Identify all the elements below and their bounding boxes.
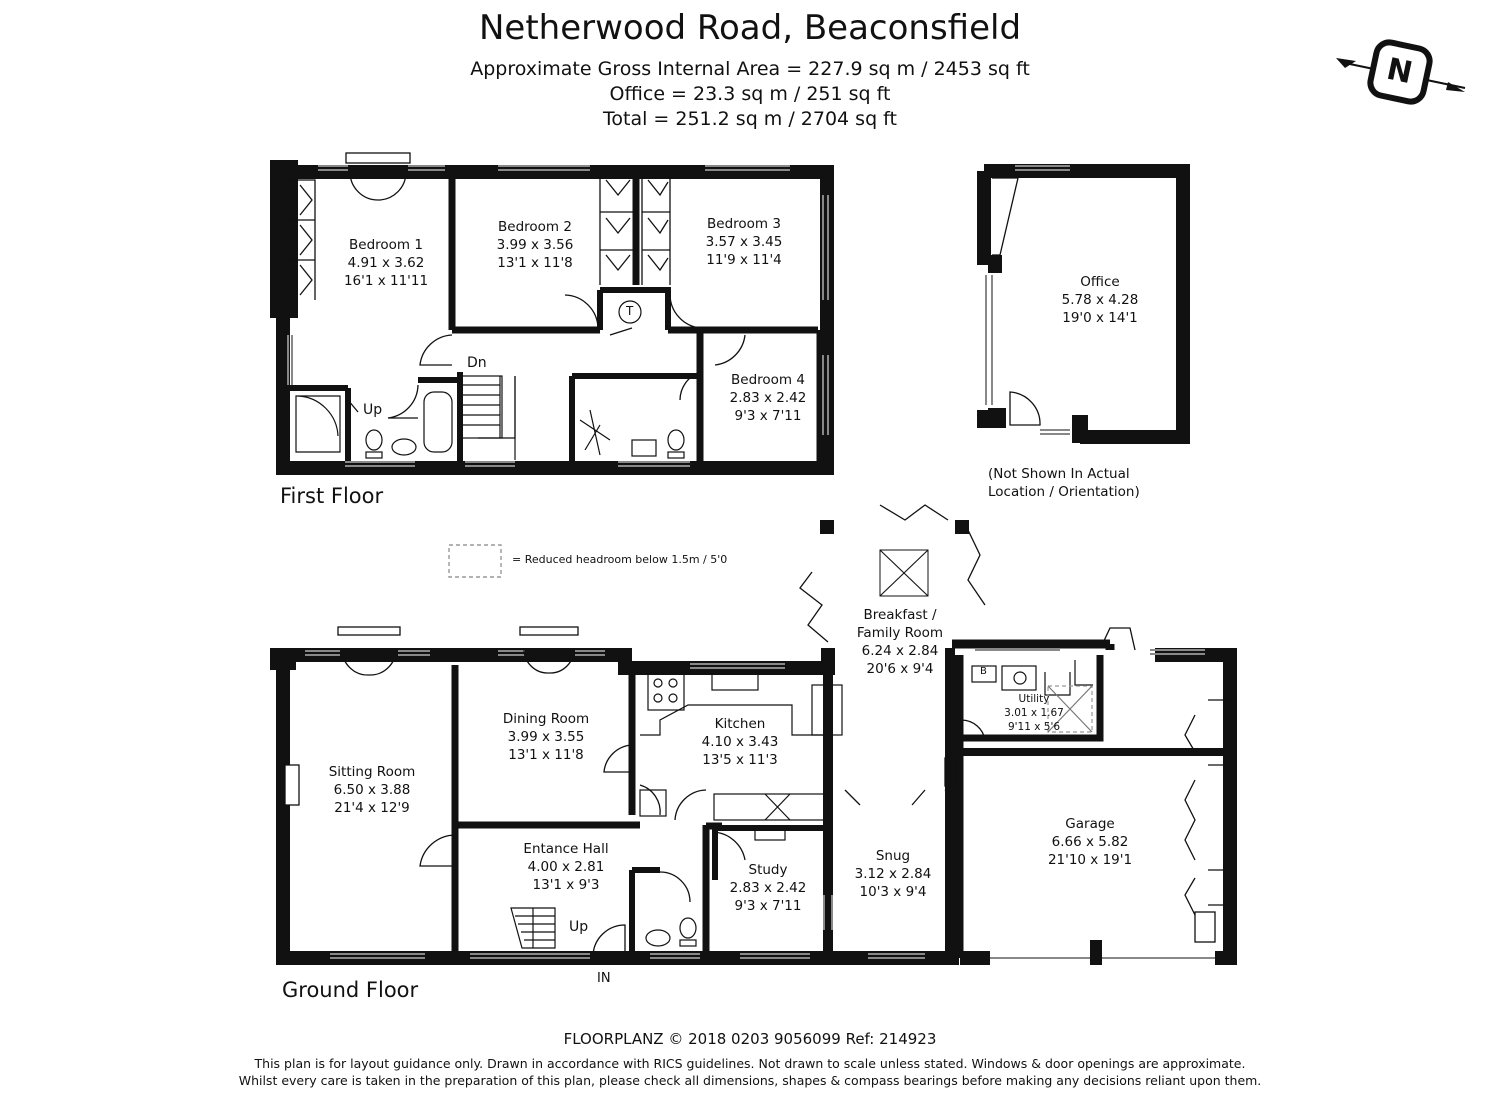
compass-rose	[1336, 39, 1466, 105]
room-metric: 3.01 x 1.67	[1004, 707, 1064, 719]
total-area-line: Total = 251.2 sq m / 2704 sq ft	[603, 108, 897, 130]
room-imperial: 13'1 x 11'8	[497, 255, 573, 271]
room-metric: 5.78 x 4.28	[1061, 292, 1139, 308]
room-metric: 3.57 x 3.45	[705, 234, 783, 250]
disclaimer-line-2: Whilst every care is taken in the prepar…	[238, 1073, 1262, 1088]
room-utility: Utility 3.01 x 1.67 9'11 x 5'6	[1004, 692, 1064, 734]
ground-floor-label: Ground Floor	[282, 978, 419, 1002]
office-plan	[977, 164, 1190, 444]
first-floor-label: First Floor	[280, 484, 384, 508]
room-name-line2: Family Room	[856, 625, 944, 641]
ground-floor-plan	[270, 504, 1237, 965]
legend-text: = Reduced headroom below 1.5m / 5'0	[512, 553, 728, 566]
room-name: Garage	[1065, 816, 1115, 832]
room-metric: 3.99 x 3.55	[507, 729, 585, 745]
gross-area-line: Approximate Gross Internal Area = 227.9 …	[470, 58, 1030, 80]
room-sitting: Sitting Room 6.50 x 3.88 21'4 x 12'9	[329, 763, 416, 817]
room-imperial: 11'9 x 11'4	[706, 252, 782, 268]
room-metric: 2.83 x 2.42	[729, 390, 807, 406]
room-bedroom-2: Bedroom 2 3.99 x 3.56 13'1 x 11'8	[497, 218, 574, 272]
first-floor-plan	[270, 152, 834, 475]
room-kitchen: Kitchen 4.10 x 3.43 13'5 x 11'3	[702, 715, 779, 769]
room-metric: 2.83 x 2.42	[729, 880, 807, 896]
room-name: Utility	[1018, 693, 1050, 705]
room-metric: 4.91 x 3.62	[347, 255, 425, 271]
room-name: Dining Room	[502, 711, 590, 727]
room-garage: Garage 6.66 x 5.82 21'10 x 19'1	[1048, 815, 1132, 869]
reduced-headroom-swatch	[448, 544, 502, 578]
room-bedroom-3: Bedroom 3 3.57 x 3.45 11'9 x 11'4	[706, 215, 783, 269]
room-metric: 6.50 x 3.88	[333, 782, 411, 798]
office-note-line1: (Not Shown In Actual	[988, 466, 1130, 482]
room-name: Bedroom 4	[731, 372, 805, 388]
room-bedroom-4: Bedroom 4 2.83 x 2.42 9'3 x 7'11	[730, 371, 807, 425]
room-imperial: 13'1 x 11'8	[508, 747, 584, 763]
office-note: (Not Shown In Actual Location / Orientat…	[988, 465, 1140, 501]
room-snug: Snug 3.12 x 2.84 10'3 x 9'4	[855, 847, 932, 901]
page-title: Netherwood Road, Beaconsfield	[478, 8, 1022, 48]
disclaimer-line-1: This plan is for layout guidance only. D…	[254, 1056, 1246, 1071]
room-metric: 4.00 x 2.81	[527, 859, 605, 875]
stairs-up-ground: Up	[569, 919, 589, 935]
office-area-line: Office = 23.3 sq m / 251 sq ft	[609, 83, 891, 105]
boiler-marker: B	[980, 666, 987, 677]
room-name: Kitchen	[714, 716, 766, 732]
room-metric: 3.12 x 2.84	[854, 866, 932, 882]
room-breakfast-family: Breakfast / Family Room 6.24 x 2.84 20'6…	[857, 606, 943, 678]
room-name: Entance Hall	[523, 841, 609, 857]
room-imperial: 9'3 x 7'11	[734, 408, 802, 424]
room-imperial: 20'6 x 9'4	[866, 661, 934, 677]
room-imperial: 19'0 x 14'1	[1062, 310, 1138, 326]
credit-line: FLOORPLANZ © 2018 0203 9056099 Ref: 2149…	[563, 1030, 937, 1048]
tank-marker: T	[626, 304, 634, 318]
room-name: Bedroom 3	[707, 216, 781, 232]
room-name: Bedroom 1	[349, 237, 423, 253]
room-imperial: 16'1 x 11'11	[343, 273, 429, 289]
stairs-up-first: Up	[363, 402, 383, 418]
room-imperial: 21'10 x 19'1	[1047, 852, 1133, 868]
room-name: Snug	[875, 848, 911, 864]
room-imperial: 21'4 x 12'9	[334, 800, 410, 816]
room-metric: 6.66 x 5.82	[1051, 834, 1129, 850]
room-bedroom-1: Bedroom 1 4.91 x 3.62 16'1 x 11'11	[344, 236, 428, 290]
room-name: Sitting Room	[328, 764, 416, 780]
room-imperial: 13'5 x 11'3	[702, 752, 778, 768]
office-note-line2: Location / Orientation)	[988, 484, 1140, 500]
room-imperial: 9'3 x 7'11	[734, 898, 802, 914]
room-name: Office	[1080, 274, 1120, 290]
room-dining: Dining Room 3.99 x 3.55 13'1 x 11'8	[503, 710, 589, 764]
room-entrance-hall: Entance Hall 4.00 x 2.81 13'1 x 9'3	[523, 840, 608, 894]
room-study: Study 2.83 x 2.42 9'3 x 7'11	[730, 861, 807, 915]
room-metric: 3.99 x 3.56	[496, 237, 574, 253]
room-imperial: 13'1 x 9'3	[532, 877, 600, 893]
room-imperial: 10'3 x 9'4	[859, 884, 927, 900]
stairs-down: Dn	[467, 355, 487, 371]
entrance-marker: IN	[597, 971, 611, 986]
room-name: Study	[748, 862, 788, 878]
room-metric: 4.10 x 3.43	[701, 734, 779, 750]
room-imperial: 9'11 x 5'6	[1007, 721, 1061, 733]
room-metric: 6.24 x 2.84	[861, 643, 939, 659]
room-office: Office 5.78 x 4.28 19'0 x 14'1	[1062, 273, 1139, 327]
room-name-line1: Breakfast /	[863, 607, 937, 623]
room-name: Bedroom 2	[498, 219, 572, 235]
